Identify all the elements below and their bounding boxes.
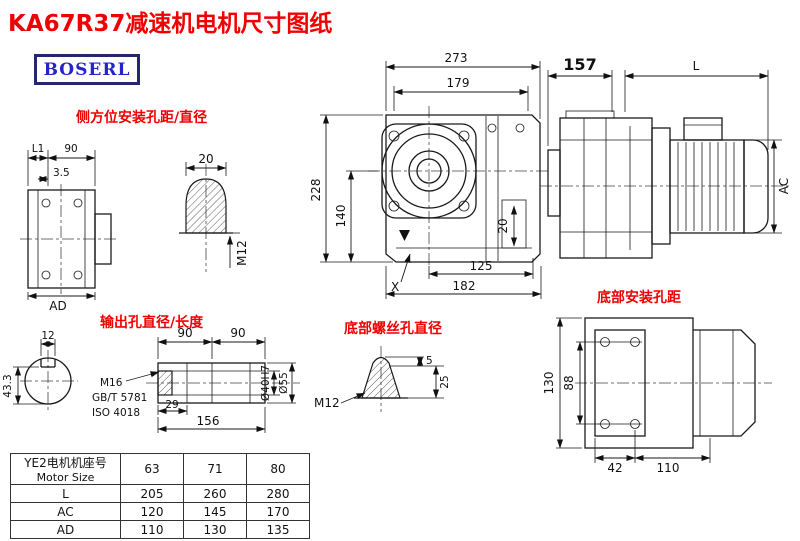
bottom-mount-view: 130 88 42 110 (542, 317, 772, 475)
flange-bolt-hole (388, 200, 400, 212)
dim-AD: AD (49, 299, 66, 313)
table-header-motor-size: YE2电机机座号 Motor Size (10, 453, 121, 485)
label-output-hole: 输出孔直径/长度 (100, 315, 204, 331)
table-header-cn: YE2电机机座号 (24, 456, 107, 470)
table-cell: 110 (120, 520, 184, 539)
side-hole-detail: 20 M12 (179, 152, 249, 272)
table-row-L: L 205 260 280 (10, 484, 310, 503)
dim-20-front: 20 (496, 218, 510, 233)
dim-3-5: 3.5 (53, 167, 70, 179)
dim-125: 125 (470, 259, 493, 273)
dim-228: 228 (309, 179, 323, 202)
front-view: 20 273 179 228 140 125 (309, 51, 548, 299)
table-cell: 170 (246, 502, 310, 521)
table-cell: 130 (183, 520, 247, 539)
table-row-AD: AD 110 130 135 (10, 520, 310, 539)
shaft-end-view: 12 43.3 (2, 330, 78, 412)
table-row-label: AC (10, 502, 121, 521)
table-cell: 205 (120, 484, 184, 503)
table-header-size: 63 (120, 453, 184, 485)
dim-d55: Ø55 (278, 372, 290, 394)
dim-M12-bottom: M12 (314, 396, 340, 410)
side-mount-view: L1 90 3.5 AD (20, 143, 116, 313)
screw-hole-section (361, 356, 401, 399)
table-header-size: 71 (183, 453, 247, 485)
bottom-body (584, 317, 694, 449)
table-header-size: 80 (246, 453, 310, 485)
page-title: KA67R37减速机电机尺寸图纸 (8, 11, 333, 37)
table-cell: 280 (246, 484, 310, 503)
table-cell: 145 (183, 502, 247, 521)
dim-90b: 90 (230, 326, 245, 340)
fan-cover (743, 139, 769, 234)
dim-140: 140 (334, 205, 348, 228)
mount-hole (73, 198, 83, 208)
dim-156: 156 (197, 414, 220, 428)
dim-43-3: 43.3 (2, 374, 14, 397)
table-cell: 120 (120, 502, 184, 521)
dim-90-side: 90 (64, 143, 77, 155)
label-iso-4018: ISO 4018 (92, 407, 140, 419)
flange-bolt-hole (388, 130, 400, 142)
input-flange-circle (381, 123, 477, 219)
dim-25: 25 (439, 375, 451, 388)
dim-M12-side: M12 (235, 240, 249, 266)
table-row-AC: AC 120 145 170 (10, 502, 310, 521)
mount-hole (41, 198, 51, 208)
motor-fins (677, 142, 735, 231)
label-side-mount: 侧方位安装孔距/直径 (76, 110, 208, 126)
detail-x-marker (399, 230, 410, 241)
brand-logo-text: BOSERL (43, 59, 131, 80)
terminal-box (683, 117, 723, 141)
dim-L1: L1 (32, 143, 45, 155)
dim-12: 12 (41, 330, 54, 342)
side-view: 157 L AC (540, 55, 791, 259)
dim-42: 42 (607, 461, 622, 475)
motor-size-table: YE2电机机座号 Motor Size 63 71 80 L 205 260 2… (10, 453, 310, 539)
table-row-label: AD (10, 520, 121, 539)
tapped-end-section (157, 370, 173, 396)
dim-L: L (693, 59, 700, 73)
dim-20-hole: 20 (198, 152, 213, 166)
dim-157: 157 (563, 55, 596, 74)
x-callout: X (391, 280, 399, 294)
output-boss (547, 149, 561, 217)
dim-88: 88 (562, 375, 576, 390)
dim-d40H7: Ø40H7 (260, 365, 272, 401)
motor-body (669, 139, 745, 234)
table-header-en: Motor Size (36, 471, 95, 484)
table-cell: 260 (183, 484, 247, 503)
dim-130: 130 (542, 372, 556, 395)
dim-5: 5 (426, 355, 433, 367)
dim-110: 110 (657, 461, 680, 475)
dim-29: 29 (165, 399, 178, 411)
flange-bolt-hole (458, 130, 470, 142)
table-cell: 135 (246, 520, 310, 539)
label-bottom-screw: 底部螺丝孔直径 (344, 321, 442, 337)
dim-90a: 90 (177, 326, 192, 340)
bottom-mount-pad (594, 329, 646, 437)
mount-hole (41, 270, 51, 280)
bottom-screw-view: M12 5 25 (314, 346, 451, 412)
brand-logo: BOSERL (34, 54, 140, 85)
dim-AC: AC (777, 178, 791, 194)
dim-182: 182 (453, 279, 476, 293)
label-bottom-mount: 底部安装孔距 (597, 290, 681, 306)
housing-outline (385, 114, 541, 263)
table-row-label: L (10, 484, 121, 503)
mount-hole (73, 270, 83, 280)
dim-273: 273 (445, 51, 468, 65)
label-gbt-5781: GB/T 5781 (92, 392, 147, 404)
output-shaft-view: 90 90 M16 GB/T 5781 ISO 4018 29 156 Ø40H… (92, 326, 300, 433)
label-M16: M16 (100, 377, 123, 389)
dome-section (185, 178, 227, 234)
dim-179: 179 (447, 76, 470, 90)
flange-bolt-hole (458, 200, 470, 212)
